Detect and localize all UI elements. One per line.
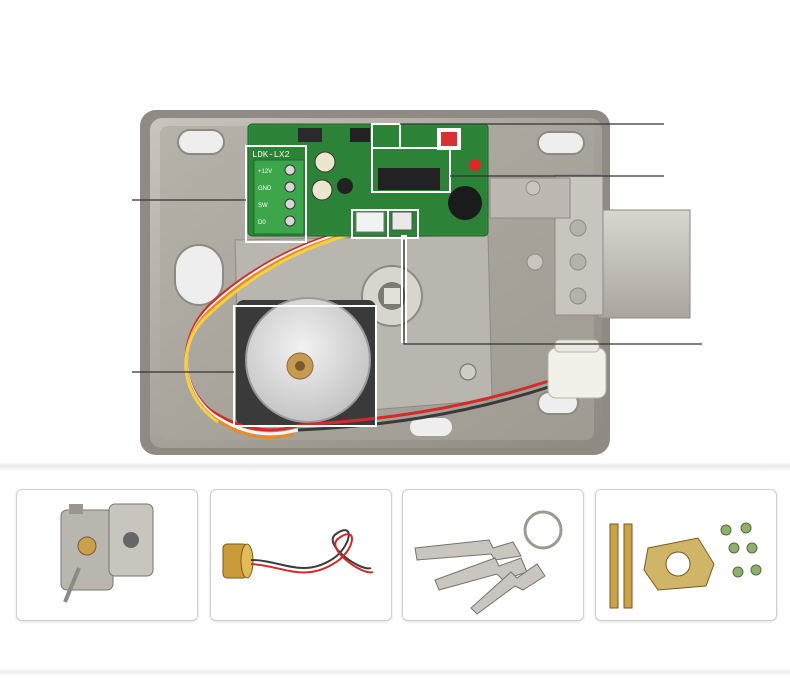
callout-line-spindle <box>403 240 702 345</box>
terminal-label-2: GND <box>258 186 272 192</box>
cable-connector <box>547 339 607 399</box>
terminal-block: +12V GND SW D0 <box>253 159 305 235</box>
accessory-cylinder-with-wire <box>210 489 392 621</box>
lock-bolt <box>489 174 691 319</box>
terminal-label-3: SW <box>258 203 268 209</box>
terminal-label-4: D0 <box>258 220 266 226</box>
terminal-label-1: +12V <box>258 169 272 175</box>
callout-lines <box>132 123 702 373</box>
accessory-keys <box>402 489 584 621</box>
section-divider <box>0 462 790 472</box>
mounting-holes <box>174 129 585 436</box>
accessory-screws-and-plate <box>595 489 777 621</box>
highlight-boxes <box>233 123 451 427</box>
lock-illustration: LDK-LX2 +12V GND SW D0 <box>132 110 702 455</box>
wiring-harness <box>184 226 553 439</box>
accessory-lock-cylinder-set <box>16 489 198 621</box>
bottom-divider <box>0 668 790 676</box>
motor <box>236 297 376 426</box>
board-label: LDK-LX2 <box>252 150 290 160</box>
